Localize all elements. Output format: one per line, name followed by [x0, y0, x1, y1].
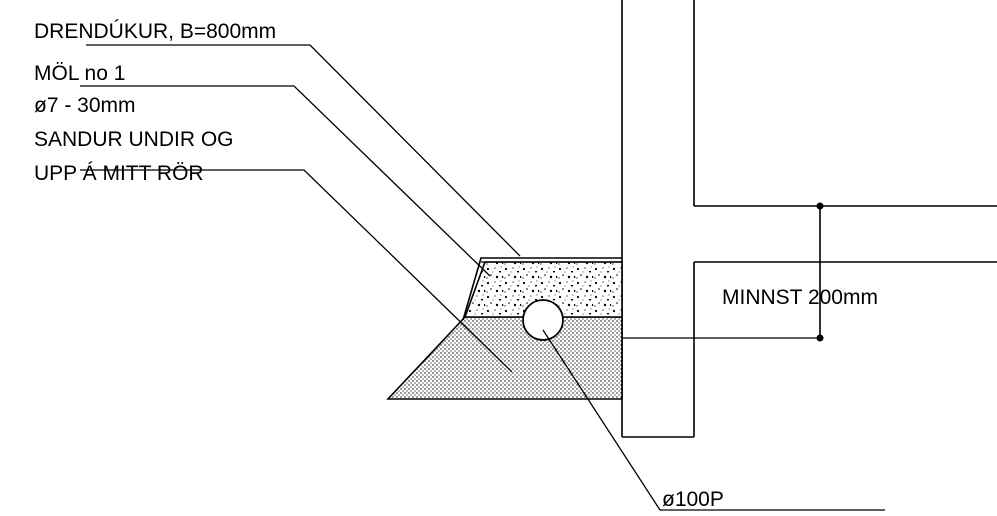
- label-drendukur: DRENDÚKUR, B=800mm: [34, 20, 276, 43]
- label-minnst: MINNST 200mm: [722, 286, 878, 309]
- label-grain-size: ø7 - 30mm: [34, 94, 136, 117]
- label-mol: MÖL no 1: [34, 62, 125, 85]
- drain-pipe: [522, 299, 564, 341]
- sand-bedding: [386, 316, 623, 400]
- label-sandur-line2: UPP Á MITT RÖR: [34, 162, 204, 185]
- foundation-wall: [621, 0, 997, 438]
- label-pipe: ø100P: [662, 488, 724, 511]
- label-sandur-line1: SANDUR UNDIR OG: [34, 128, 234, 151]
- leader-lines: [80, 44, 885, 511]
- dimension-line: [622, 202, 824, 342]
- drainage-fabric: [462, 257, 622, 321]
